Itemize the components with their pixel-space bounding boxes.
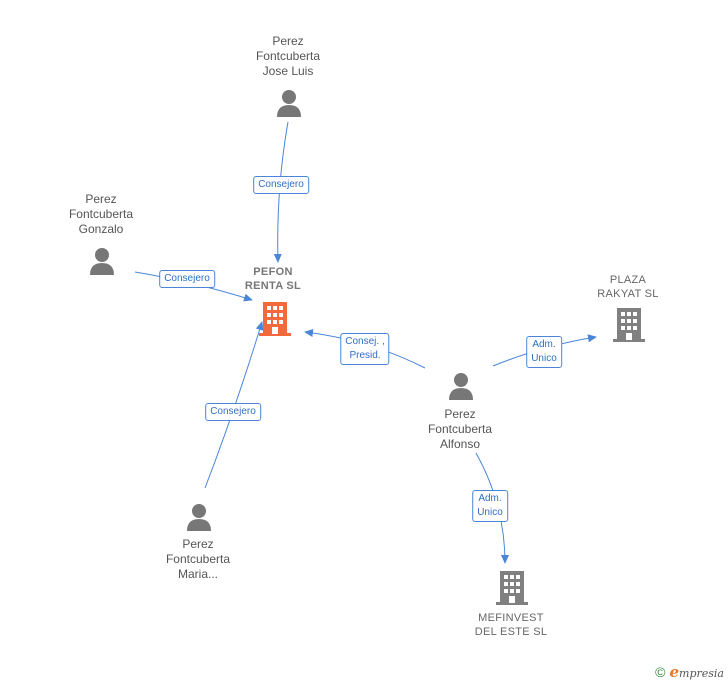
brand-footer: © empresia <box>655 663 724 681</box>
node-label-alfonso[interactable]: Perez Fontcuberta Alfonso <box>427 407 493 451</box>
person-icon[interactable] <box>276 89 302 117</box>
company-label-mefinvest[interactable]: MEFINVEST DEL ESTE SL <box>474 612 548 638</box>
node-label-gonzalo[interactable]: Perez Fontcuberta Gonzalo <box>68 192 134 236</box>
edge-label-jose-pefon[interactable]: Consejero <box>253 176 309 194</box>
company-label-plaza[interactable]: PLAZA RAKYAT SL <box>597 274 659 300</box>
person-icon[interactable] <box>186 503 212 531</box>
edge-label-alfonso-pefon[interactable]: Consej. , Presid. <box>340 333 390 365</box>
node-label-jose-luis[interactable]: Perez Fontcuberta Jose Luis <box>255 34 321 78</box>
node-label-maria[interactable]: Perez Fontcuberta Maria... <box>165 537 231 581</box>
edge-label-maria-pefon[interactable]: Consejero <box>205 403 261 421</box>
building-icon[interactable] <box>496 571 528 605</box>
brand-logo: empresia <box>669 663 724 681</box>
person-icon[interactable] <box>89 247 115 275</box>
edge-label-gonzalo-pefon[interactable]: Consejero <box>159 270 215 288</box>
edge-label-alfonso-plaza[interactable]: Adm. Unico <box>526 336 562 368</box>
edge-label-alfonso-mefinvest[interactable]: Adm. Unico <box>472 490 508 522</box>
building-icon[interactable] <box>259 302 291 336</box>
copyright-icon: © <box>655 664 666 680</box>
building-icon[interactable] <box>613 308 645 342</box>
person-icon[interactable] <box>448 372 474 400</box>
company-label-pefon[interactable]: PEFON RENTA SL <box>244 266 302 292</box>
